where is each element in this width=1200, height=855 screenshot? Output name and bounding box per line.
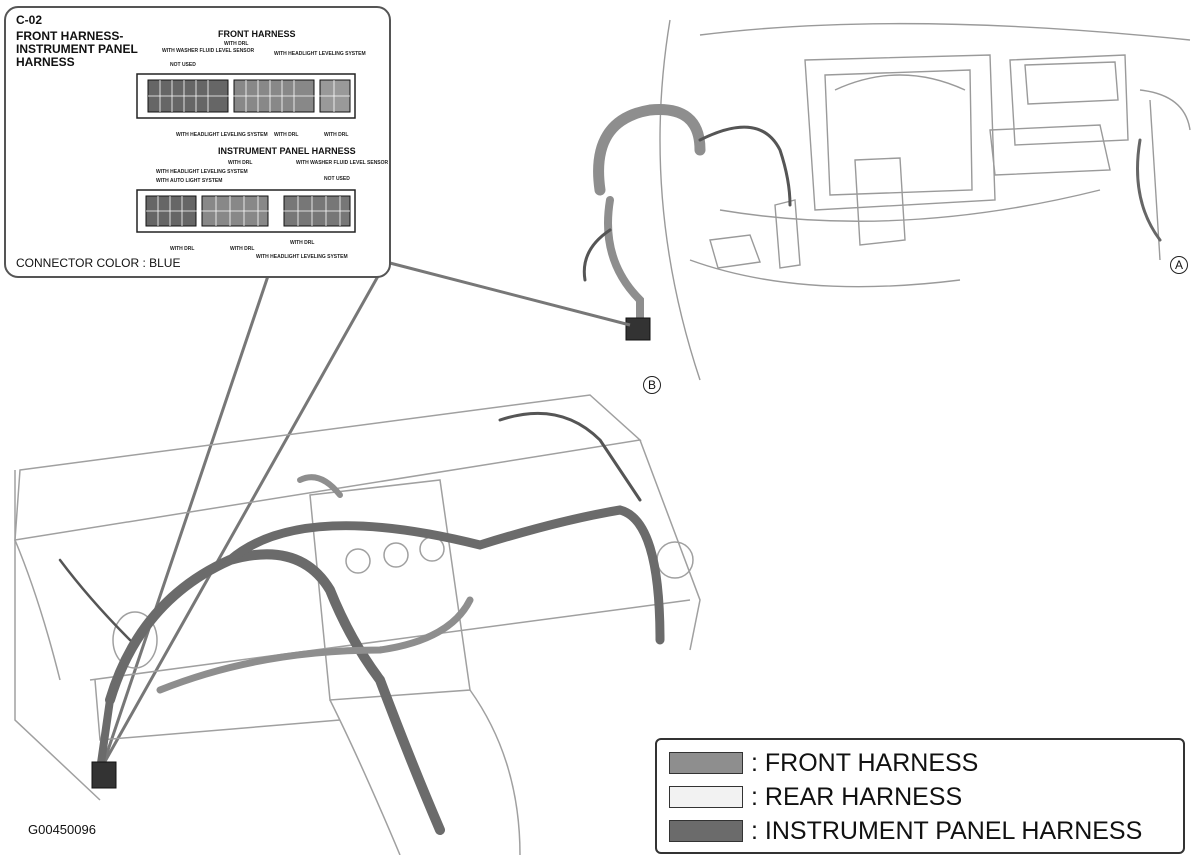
front-harness-header: FRONT HARNESS	[218, 29, 296, 39]
legend-label-ip: : INSTRUMENT PANEL HARNESS	[751, 816, 1143, 845]
figure-id: G00450096	[28, 822, 96, 837]
legend-swatch-rear	[669, 786, 743, 808]
label-drl-ip-bottom-1: WITH DRL	[170, 246, 195, 252]
label-headlight-top: WITH HEADLIGHT LEVELING SYSTEM	[274, 51, 366, 57]
connector-id: C-02	[16, 13, 43, 27]
connector-title-line-3: HARNESS	[16, 55, 75, 69]
legend-label-front: : FRONT HARNESS	[751, 748, 979, 777]
label-drl-ip-top: WITH DRL	[228, 160, 253, 166]
instrument-panel-harness	[58, 411, 665, 835]
label-headlight-front-bottom: WITH HEADLIGHT LEVELING SYSTEM	[176, 132, 268, 138]
legend-swatch-ip	[669, 820, 743, 842]
label-washer-sensor-top: WITH WASHER FLUID LEVEL SENSOR	[162, 48, 255, 54]
harness-legend: : FRONT HARNESS : REAR HARNESS : INSTRUM…	[655, 738, 1185, 854]
front-harness-connector	[136, 73, 356, 119]
ip-harness-header: INSTRUMENT PANEL HARNESS	[218, 146, 356, 156]
label-drl-top: WITH DRL	[224, 41, 249, 47]
ip-harness-connector	[136, 189, 356, 233]
label-headlight-ip-bottom: WITH HEADLIGHT LEVELING SYSTEM	[256, 254, 348, 260]
connector-color-note: CONNECTOR COLOR : BLUE	[16, 256, 181, 270]
label-not-used-top: NOT USED	[170, 62, 196, 68]
callout-b: B	[643, 376, 661, 394]
legend-swatch-front	[669, 752, 743, 774]
label-drl-front-bottom-1: WITH DRL	[274, 132, 299, 138]
legend-row-rear: : REAR HARNESS	[669, 782, 963, 811]
label-washer-sensor-ip: WITH WASHER FLUID LEVEL SENSOR	[296, 160, 389, 166]
connector-title-line-2: INSTRUMENT PANEL	[16, 42, 138, 56]
legend-row-front: : FRONT HARNESS	[669, 748, 979, 777]
label-drl-front-bottom-2: WITH DRL	[324, 132, 349, 138]
label-not-used-ip: NOT USED	[324, 176, 350, 182]
label-drl-ip-bottom-3: WITH DRL	[290, 240, 315, 246]
connector-title-line-1: FRONT HARNESS-	[16, 29, 124, 43]
leader-lines	[101, 260, 631, 766]
label-drl-ip-bottom-2: WITH DRL	[230, 246, 255, 252]
instrument-panel-view	[14, 394, 701, 855]
label-auto-light: WITH AUTO LIGHT SYSTEM	[156, 178, 223, 184]
legend-row-ip: : INSTRUMENT PANEL HARNESS	[669, 816, 1143, 845]
label-headlight-ip-top: WITH HEADLIGHT LEVELING SYSTEM	[156, 169, 248, 175]
connector-inset: C-02 FRONT HARNESS- INSTRUMENT PANEL HAR…	[4, 6, 391, 278]
footwell-view	[659, 19, 1191, 381]
callout-a: A	[1170, 256, 1188, 274]
footwell-harness	[582, 104, 1162, 341]
legend-label-rear: : REAR HARNESS	[751, 782, 963, 811]
